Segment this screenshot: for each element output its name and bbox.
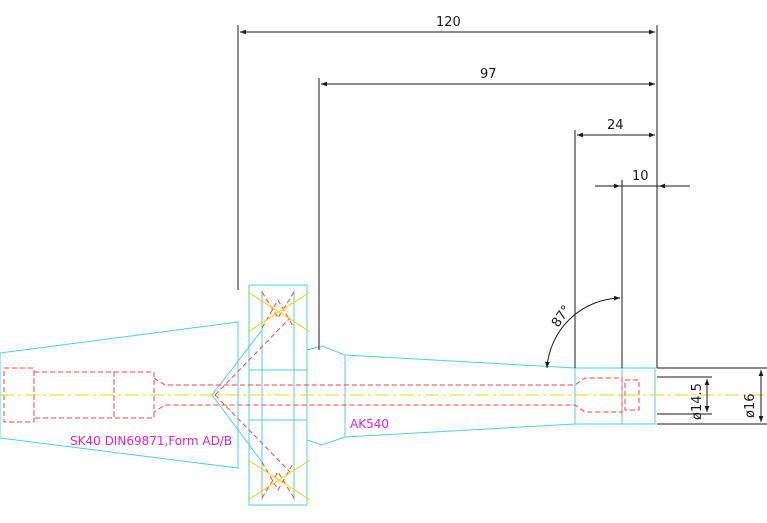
dim-dia145-text: ø14.5 [690,383,705,420]
dim-dia16-text: ø16 [743,394,758,419]
v-groove-bottom [261,471,295,499]
dimension-lines [237,25,767,425]
dim-24-text: 24 [607,118,624,133]
neck [306,345,656,446]
taper-shank [0,321,239,469]
v-groove-top [261,291,295,319]
dim-120-text: 120 [436,15,461,30]
angle-arc [545,295,621,369]
centerlines [0,291,767,501]
angle-text: 87° [549,303,575,330]
dim-97-text: 97 [480,67,497,82]
dim-10-text: 10 [632,169,649,184]
spec-label: SK40 DIN69871,Form AD/B [70,434,232,448]
model-label: AK540 [350,417,389,431]
